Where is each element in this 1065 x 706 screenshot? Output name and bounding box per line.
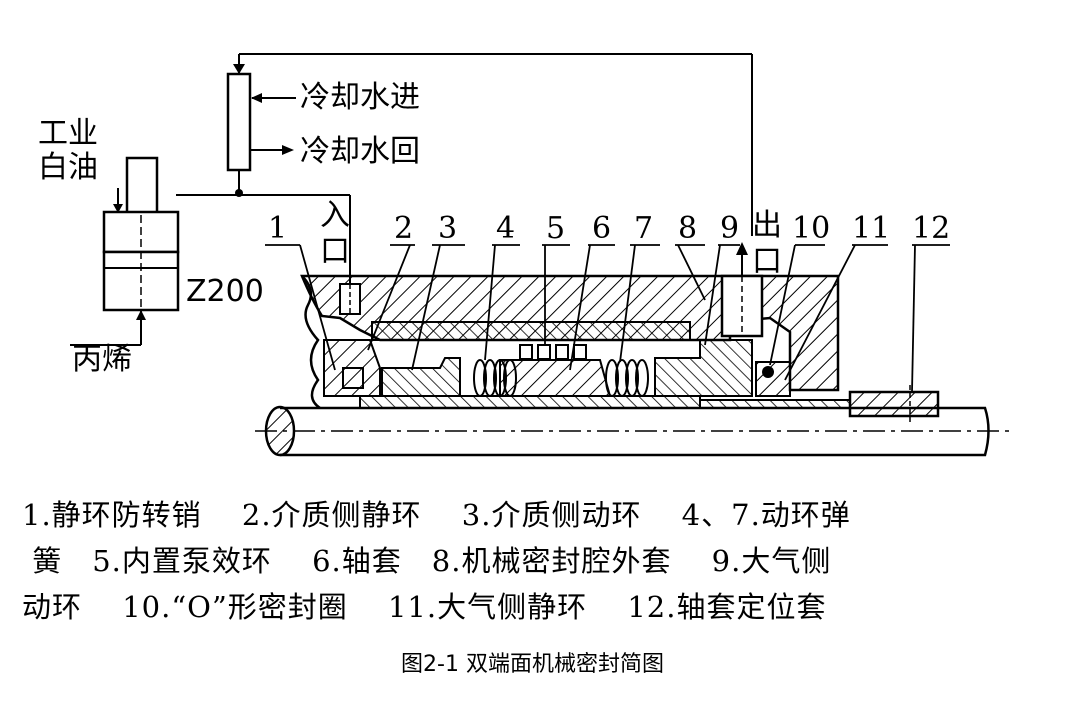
part-number-5: 5 — [546, 211, 566, 246]
part-number-4: 4 — [496, 211, 516, 246]
spring-left — [473, 359, 517, 397]
part-number-7: 7 — [634, 211, 654, 246]
pump-piston-rod — [125, 156, 159, 215]
cooling-in-arrowhead — [251, 93, 262, 103]
label-cooling-out: 冷却水回 — [300, 134, 420, 169]
atmospheric-side-stationary-ring — [755, 361, 791, 397]
shaft-sleeve — [359, 395, 701, 409]
legend-line-1: 1.静环防转销 2.介质侧静环 3.介质侧动环 4、7.动环弹 — [22, 498, 851, 532]
sleeve-locating-collar — [848, 390, 940, 418]
part-number-2: 2 — [394, 211, 414, 246]
label-outlet-1: 出 — [752, 208, 782, 243]
outlet-arrow — [736, 242, 748, 255]
label-pump-model: Z200 — [186, 274, 264, 309]
legend-line-2: 簧 5.内置泵效环 6.轴套 8.机械密封腔外套 9.大气侧 — [22, 544, 832, 578]
parts-legend: 1.静环防转销 2.介质侧静环 3.介质侧动环 4、7.动环弹 簧 5.内置泵效… — [22, 492, 1042, 630]
label-inlet-1: 入 — [320, 198, 350, 233]
part-number-12: 12 — [912, 211, 951, 246]
part-number-11: 11 — [852, 211, 891, 246]
label-white-oil-line1: 工业 — [38, 116, 98, 151]
part-number-6: 6 — [592, 211, 612, 246]
cooler — [226, 72, 252, 172]
medium-side-rotating-ring — [381, 357, 461, 397]
part-number-3: 3 — [438, 211, 458, 246]
part-number-1: 1 — [268, 211, 288, 246]
cooler-inlet-arrow — [233, 64, 245, 74]
label-outlet-2: 口 — [752, 244, 782, 279]
part-number-10: 10 — [792, 211, 831, 246]
part-number-8: 8 — [678, 211, 698, 246]
part-number-9: 9 — [720, 211, 740, 246]
spring-right — [605, 359, 649, 397]
figure-caption: 图2-1 双端面机械密封简图 — [401, 652, 664, 677]
cooling-out-arrowhead — [282, 145, 294, 155]
sleeve-extension — [699, 399, 851, 409]
label-cooling-in: 冷却水进 — [300, 80, 420, 115]
leader-lines — [265, 244, 950, 393]
label-inlet-2: 口 — [320, 234, 350, 269]
atmospheric-side-rotating-ring — [654, 339, 753, 397]
gland-plate — [371, 321, 691, 341]
medium-side-stationary-ring — [323, 339, 381, 397]
legend-line-3: 动环 10.“O”形密封圈 11.大气侧静环 12.轴套定位套 — [22, 590, 827, 624]
pumping-ring — [519, 344, 587, 360]
label-white-oil-line2: 白油 — [38, 150, 98, 185]
label-propylene: 丙烯 — [72, 342, 132, 377]
